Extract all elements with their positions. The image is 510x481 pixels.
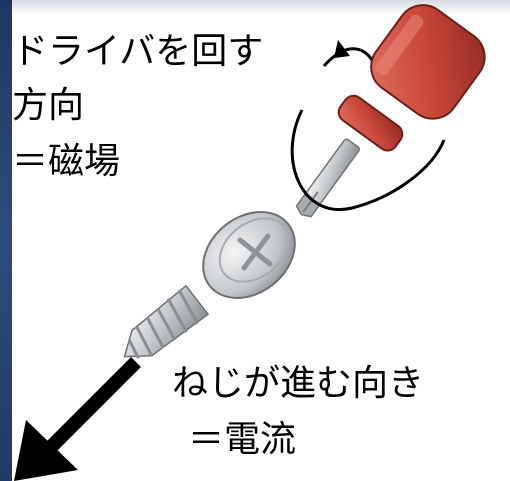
straight-arrow (14, 357, 141, 481)
current-label-line1: ねじが進む向き (172, 363, 425, 404)
rotation-label-line3: ＝磁場 (12, 141, 121, 182)
rotation-label-line1: ドライバを回す (12, 31, 264, 72)
left-dark-edge (0, 0, 12, 481)
diagram-svg (14, 4, 486, 481)
screwdriver-icon (295, 4, 486, 218)
top-fade (12, 0, 510, 14)
curved-rotation-arrow (290, 40, 446, 211)
rotation-label-line2: 方向 (12, 85, 85, 126)
screw-icon (123, 211, 296, 360)
current-label-line2: ＝電流 (188, 419, 297, 460)
illustration-panel: ドライバを回す 方向 ＝磁場 ねじが進む向き ＝電流 (12, 0, 510, 481)
